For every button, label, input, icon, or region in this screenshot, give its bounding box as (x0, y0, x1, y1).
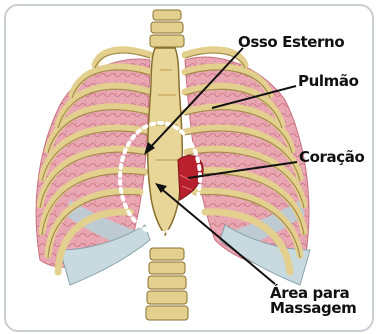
sternum (148, 48, 183, 235)
heart-label: Coração (299, 149, 364, 166)
massage-area-label-line2: Massagem (270, 300, 356, 317)
lung-label: Pulmão (298, 73, 358, 90)
sternum-label: Osso Esterno (238, 34, 344, 51)
